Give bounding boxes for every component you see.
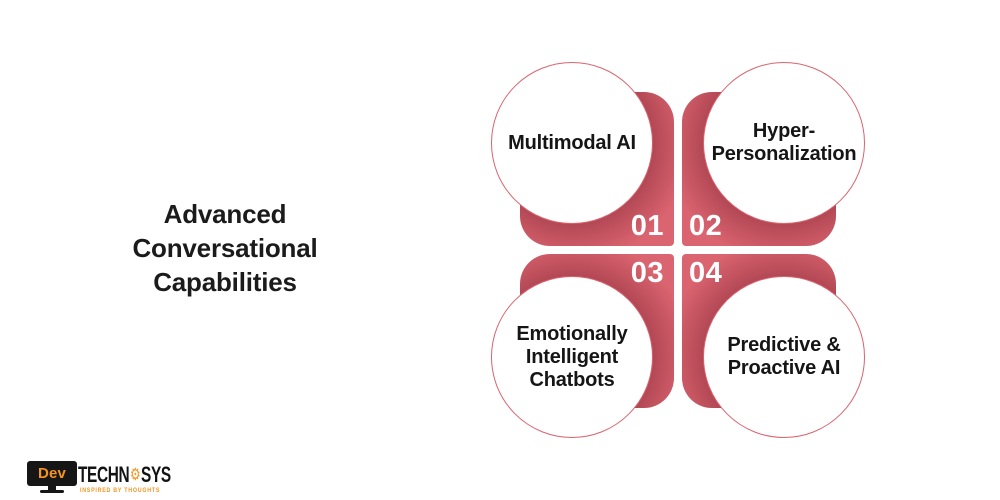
quadrant-04-number: 04	[689, 257, 723, 289]
quadrant-03-number: 03	[630, 257, 664, 289]
monitor-stand-base	[40, 490, 64, 493]
page-title: Advanced Conversational Capabilities	[60, 197, 390, 299]
page-title-line: Advanced	[163, 199, 287, 229]
gear-icon: ⚙	[129, 465, 141, 484]
monitor-text: Dev	[37, 465, 67, 482]
monitor-icon: Dev	[27, 461, 77, 486]
topic-label: Hyper- Personalization	[711, 120, 857, 165]
brand-left: TECHN	[78, 461, 130, 487]
topic-label: Predictive & Proactive AI	[727, 334, 841, 379]
topic-circle-predictive-proactive-ai: Predictive & Proactive AI	[703, 276, 865, 438]
page-title-line: Conversational	[132, 233, 318, 263]
topic-label: Multimodal AI	[508, 131, 636, 154]
monitor-stand-neck	[48, 486, 56, 490]
brand-right: SYS	[141, 461, 171, 487]
topic-circle-emotionally-intelligent-chatbots: Emotionally Intelligent Chatbots	[491, 276, 653, 438]
topic-circle-hyper-personalization: Hyper- Personalization	[703, 62, 865, 224]
dev-technosys-logo: Dev TECHN ⚙ SYS INSPIRED BY THOUGHTS	[27, 458, 197, 500]
quadrant-diagram: 01 02 03 04 Multimodal AI Hyper- Persona…	[491, 62, 865, 438]
topic-circle-multimodal-ai: Multimodal AI	[491, 62, 653, 224]
brand-wordmark: TECHN ⚙ SYS	[78, 462, 171, 487]
quadrant-01-number: 01	[630, 210, 664, 242]
page-title-line: Capabilities	[153, 267, 297, 297]
quadrant-02-number: 02	[689, 210, 723, 242]
topic-label: Emotionally Intelligent Chatbots	[516, 322, 628, 391]
brand-tagline: INSPIRED BY THOUGHTS	[80, 487, 161, 494]
